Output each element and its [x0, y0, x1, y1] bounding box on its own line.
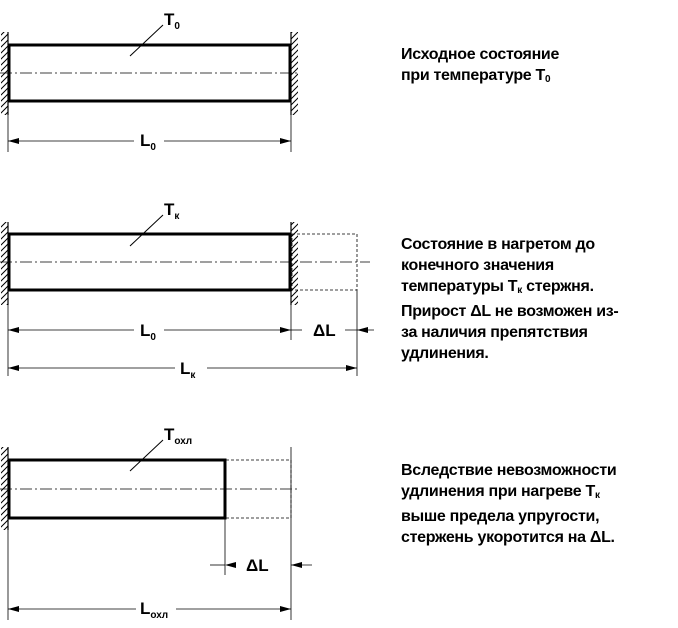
temperature-leader	[129, 214, 164, 247]
dimension-label-bg	[136, 598, 176, 620]
arrowhead-left	[8, 327, 19, 333]
arrowhead-left	[8, 606, 19, 612]
description-line: за наличия препятствия	[401, 324, 588, 341]
left-wall-hatch	[1, 222, 8, 305]
description-line: стержень укоротится на ΔL.	[401, 529, 615, 546]
dimension-label-deltaL: ΔL	[246, 556, 269, 575]
arrowhead-left	[8, 138, 19, 144]
description-line: Состояние в нагретом до	[401, 236, 595, 253]
temperature-leader	[129, 24, 164, 57]
description-line: удлинения при нагреве Tк	[401, 483, 600, 501]
arrowhead-right	[280, 327, 291, 333]
description-line: температуры Tк стержня.	[401, 278, 594, 296]
description-cooled: Вследствие невозможности удлинения при н…	[401, 460, 617, 548]
arrowhead-left	[8, 365, 19, 371]
dimension-label-L0: L0	[140, 321, 156, 343]
description-line: Прирост ΔL не возможен из-	[401, 303, 619, 320]
dimension-label-deltaL: ΔL	[313, 321, 336, 340]
description-line: Исходное состояние	[401, 46, 560, 63]
arrowhead-right	[291, 562, 302, 568]
right-wall-hatch	[291, 32, 298, 115]
arrowhead-right	[346, 365, 357, 371]
description-line: при температуре T0	[401, 67, 551, 85]
arrowhead-left	[225, 562, 236, 568]
description-line: выше предела упругости,	[401, 508, 600, 525]
description-initial: Исходное состояние при температуре T0	[401, 44, 559, 90]
description-line: Вследствие невозможности	[401, 462, 617, 479]
temperature-label-Tk: Tк	[164, 200, 180, 222]
dimension-label-Lohl: Lохл	[140, 599, 168, 621]
description-line: конечного значения	[401, 257, 554, 274]
stage-heated: Tк L0 ΔL Lк	[0, 200, 374, 381]
arrowhead-right	[357, 327, 368, 333]
stage-initial: T0 L0	[0, 10, 298, 153]
arrowhead-right	[280, 138, 291, 144]
description-heated: Состояние в нагретом до конечного значен…	[401, 234, 619, 364]
left-wall-hatch	[1, 32, 8, 115]
temperature-label-T0: T0	[164, 10, 180, 32]
description-line: удлинения.	[401, 345, 489, 362]
dimension-label-L0: L0	[140, 131, 156, 153]
temperature-leader	[129, 439, 164, 472]
dimension-label-Lk: Lк	[180, 359, 196, 381]
stage-cooled: Tохл ΔL Lохл	[0, 425, 312, 621]
dimension-label-bg	[134, 319, 164, 341]
right-wall-hatch	[291, 222, 298, 305]
temperature-label-Tohl: Tохл	[164, 425, 192, 447]
dimension-label-bg	[175, 357, 207, 379]
dimension-label-bg	[134, 130, 164, 152]
left-wall-hatch	[1, 447, 8, 530]
arrowhead-right	[280, 606, 291, 612]
